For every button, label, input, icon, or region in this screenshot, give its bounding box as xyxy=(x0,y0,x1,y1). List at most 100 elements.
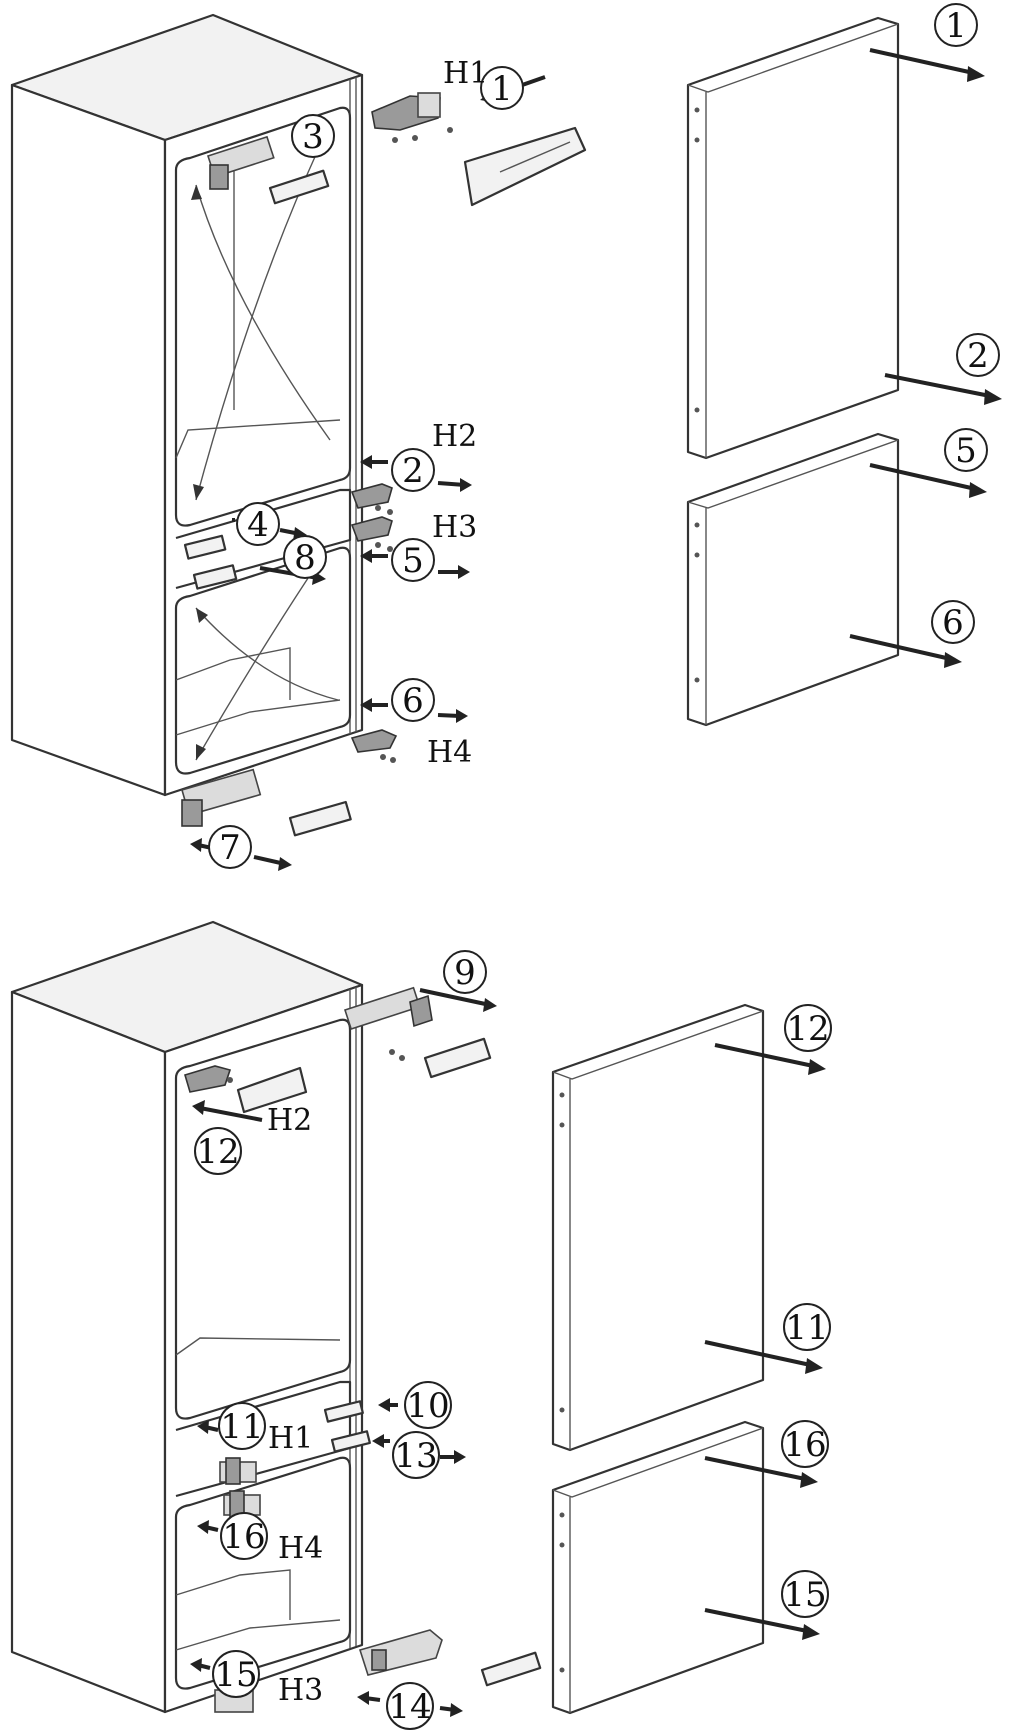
callout-circle xyxy=(291,114,335,158)
callout-circle xyxy=(220,1512,268,1560)
callout-4: 4 xyxy=(236,502,280,546)
callout-circle xyxy=(194,1127,242,1175)
callout-14: 14 xyxy=(386,1682,434,1730)
callout-12: 12 xyxy=(194,1127,242,1175)
callout-circle xyxy=(218,1402,266,1450)
callout-7: 7 xyxy=(208,825,252,869)
callout-number: 1 xyxy=(491,69,513,109)
hinge-label-h4: H4 xyxy=(278,1531,323,1566)
top-hinge-3-plate xyxy=(206,135,330,205)
callout-circle xyxy=(931,600,975,644)
callout-3: 3 xyxy=(291,114,335,158)
callout-11: 11 xyxy=(783,1303,831,1351)
top-fridge-door xyxy=(686,16,900,460)
callout-13: 13 xyxy=(392,1431,440,1479)
callout-circle xyxy=(781,1570,829,1618)
callout-number: 11 xyxy=(220,1407,263,1447)
bottom-arrows xyxy=(190,988,826,1717)
callout-number: 9 xyxy=(454,953,476,993)
hinge-label-h1: H1 xyxy=(443,56,488,91)
callout-15: 15 xyxy=(212,1650,260,1698)
callout-number: 2 xyxy=(967,336,989,376)
callout-number: 3 xyxy=(302,117,324,157)
callout-6: 6 xyxy=(391,678,435,722)
hinge-label-h2: H2 xyxy=(432,419,477,454)
bottom-plinth-bracket-7 xyxy=(181,768,352,837)
callout-circle xyxy=(781,1420,829,1468)
callout-number: 13 xyxy=(394,1436,437,1476)
callout-number: 15 xyxy=(214,1655,257,1695)
callout-circle xyxy=(956,333,1000,377)
hinge-label-h3: H3 xyxy=(278,1673,323,1708)
bottom-freezer-door xyxy=(551,1420,765,1715)
callout-2: 2 xyxy=(391,448,435,492)
drawer-handles xyxy=(183,534,238,590)
bottom-middle-hinges xyxy=(219,1400,371,1518)
callout-circle xyxy=(236,502,280,546)
callout-circle xyxy=(934,3,978,47)
bottom-hinge-h4 xyxy=(350,729,398,763)
callout-number: 16 xyxy=(783,1425,826,1465)
top-arrows xyxy=(190,48,1002,871)
callout-10: 10 xyxy=(404,1381,452,1429)
callout-5: 5 xyxy=(391,538,435,582)
callout-16: 16 xyxy=(781,1420,829,1468)
callout-number: 12 xyxy=(196,1132,239,1172)
callout-circle xyxy=(404,1381,452,1429)
callout-5: 5 xyxy=(944,428,988,472)
bottom-hinge-h2-12 xyxy=(184,1065,308,1114)
callout-number: 1 xyxy=(945,6,967,46)
callout-16: 16 xyxy=(220,1512,268,1560)
callout-9: 9 xyxy=(443,950,487,994)
callout-8: 8 xyxy=(283,535,327,579)
middle-hinge-h2-h3 xyxy=(350,483,393,552)
callout-number: 8 xyxy=(294,538,316,578)
callout-2: 2 xyxy=(956,333,1000,377)
callout-number: 15 xyxy=(783,1575,826,1615)
callout-circle xyxy=(443,950,487,994)
hinge-label-h3: H3 xyxy=(432,510,477,545)
callout-1: 1 xyxy=(480,66,524,110)
callout-circle xyxy=(392,1431,440,1479)
hinge-label-h2: H2 xyxy=(267,1103,312,1138)
callout-circle xyxy=(391,448,435,492)
bottom-lower-hinge-14 xyxy=(214,1629,542,1713)
callout-6: 6 xyxy=(931,600,975,644)
callout-1: 1 xyxy=(934,3,978,47)
top-fridge-cabinet xyxy=(10,13,364,797)
callout-circle xyxy=(391,538,435,582)
callout-circle xyxy=(386,1682,434,1730)
bottom-fridge-cabinet xyxy=(10,920,364,1714)
callout-circle xyxy=(944,428,988,472)
callout-number: 16 xyxy=(222,1517,265,1557)
bottom-top-hinge-9 xyxy=(343,986,492,1079)
callout-number: 2 xyxy=(402,451,424,491)
callout-circle xyxy=(784,1004,832,1052)
callout-circle xyxy=(283,535,327,579)
bottom-fridge-door xyxy=(551,1003,765,1452)
callout-15: 15 xyxy=(781,1570,829,1618)
hinge-label-h1: H1 xyxy=(268,1421,313,1456)
callout-number: 6 xyxy=(942,603,964,643)
callout-11: 11 xyxy=(218,1402,266,1450)
callout-circle xyxy=(783,1303,831,1351)
callout-number: 5 xyxy=(402,541,424,581)
callout-circle xyxy=(391,678,435,722)
callout-12: 12 xyxy=(784,1004,832,1052)
callout-number: 6 xyxy=(402,681,424,721)
callout-number: 4 xyxy=(247,505,269,545)
top-freezer-door xyxy=(686,432,900,727)
callout-number: 5 xyxy=(955,431,977,471)
callout-circle xyxy=(480,66,524,110)
top-hinge-h1-assembly xyxy=(371,92,587,207)
callout-number: 12 xyxy=(786,1009,829,1049)
callout-number: 14 xyxy=(388,1687,431,1727)
hinge-label-h4: H4 xyxy=(427,735,472,770)
callout-circle xyxy=(208,825,252,869)
callout-number: 10 xyxy=(406,1386,449,1426)
callout-circle xyxy=(212,1650,260,1698)
callout-number: 11 xyxy=(785,1308,828,1348)
